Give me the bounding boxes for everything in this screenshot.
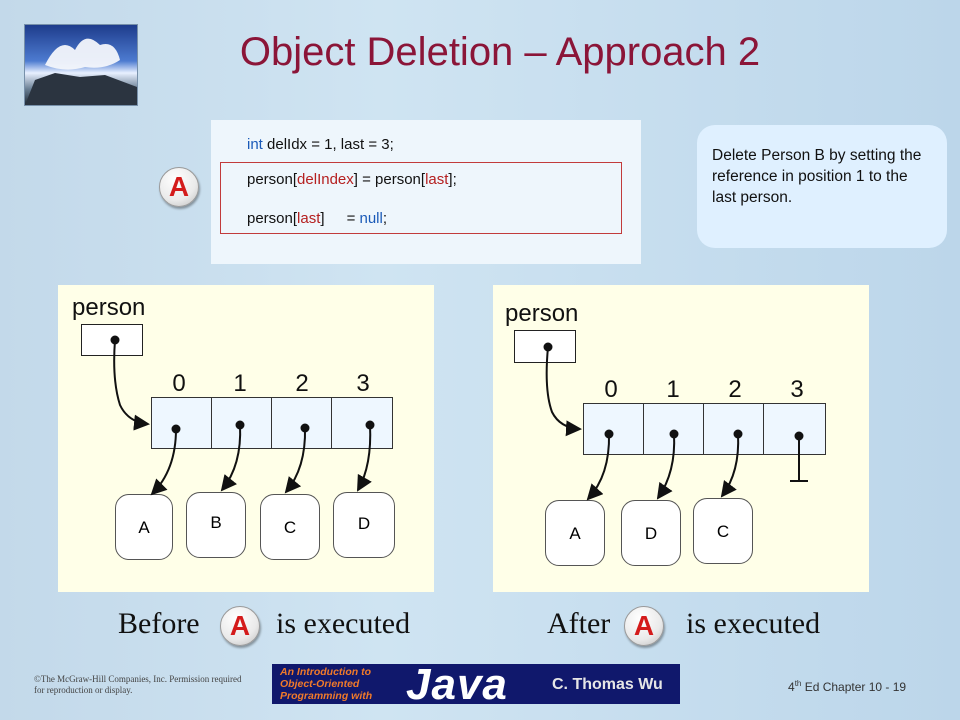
banner-line-1: An Introduction to (280, 666, 371, 678)
code-box (211, 120, 641, 264)
code-text: person[ (375, 171, 426, 188)
banner-line-2: Object-Oriented (280, 678, 360, 690)
marker-a-before: A (220, 606, 260, 646)
marker-a-after: A (624, 606, 664, 646)
before-person-label: person (72, 294, 146, 321)
code-text: delIdx = 1, last = 3; (262, 136, 394, 153)
after-array-cell-3 (763, 403, 826, 455)
before-ref-0-arrow (150, 428, 177, 496)
after-ref-3-null-symbol (790, 436, 808, 482)
after-caption-prefix: After (547, 607, 611, 640)
code-line-1: int delIdx = 1, last = 3; (247, 136, 394, 153)
chapter-page-text: Ed Chapter 10 - 19 (801, 680, 907, 694)
edition-suffix: th (794, 679, 802, 688)
code-var: last (297, 210, 321, 227)
code-text: ] = (353, 171, 376, 188)
after-index-3: 3 (790, 376, 804, 403)
highlight-box (220, 162, 622, 234)
banner-java: Java (406, 664, 508, 704)
before-caption-suffix: is executed (276, 607, 411, 640)
before-node-d: D (333, 492, 395, 558)
before-array-cell-0 (151, 397, 212, 449)
marker-a-code: A (159, 167, 199, 207)
banner-author: C. Thomas Wu (552, 676, 663, 693)
before-node-b: B (186, 492, 246, 558)
code-text: ; (382, 210, 388, 227)
before-index-3: 3 (356, 370, 370, 397)
code-text: = (346, 210, 360, 227)
after-caption-suffix: is executed (686, 607, 821, 640)
after-ref-2-arrow (720, 433, 740, 498)
after-node-d: D (621, 500, 681, 566)
code-text: ] (320, 210, 325, 227)
after-person-ref-arrow (545, 346, 582, 437)
wave-rock-image (25, 38, 137, 105)
code-keyword: null (359, 210, 383, 227)
code-line-3: person[last] = null; (247, 210, 387, 227)
before-node-a: A (115, 494, 173, 560)
note-bubble: Delete Person B by setting the reference… (697, 125, 947, 248)
header-photo (24, 24, 138, 106)
code-var: delIndex (297, 171, 354, 188)
after-person-label: person (505, 300, 579, 327)
after-index-2: 2 (728, 376, 742, 403)
before-ref-3-arrow (357, 424, 372, 492)
banner-subtitle: An Introduction to Object-Oriented Progr… (280, 666, 372, 702)
code-var: last (425, 171, 449, 188)
slide-title: Object Deletion – Approach 2 (239, 30, 761, 74)
after-node-a: A (545, 500, 605, 566)
book-banner: An Introduction to Object-Oriented Progr… (272, 664, 680, 704)
before-ref-2-arrow (284, 427, 307, 494)
code-text: ]; (448, 171, 457, 188)
after-ref-0-arrow (586, 433, 611, 501)
after-array-cell-2 (703, 403, 764, 455)
code-keyword: int (247, 136, 263, 153)
before-index-2: 2 (295, 370, 309, 397)
before-node-c: C (260, 494, 320, 560)
code-line-2: person[delIndex] = person[last]; (247, 171, 457, 188)
after-index-1: 1 (666, 376, 680, 403)
copyright-note: ©The McGraw-Hill Companies, Inc. Permiss… (34, 674, 242, 695)
before-index-0: 0 (172, 370, 186, 397)
after-index-0: 0 (604, 376, 618, 403)
before-array-cell-2 (271, 397, 332, 449)
before-person-ref-arrow (113, 339, 150, 431)
after-ref-1-arrow (656, 433, 676, 500)
before-ref-1-arrow (220, 424, 242, 492)
before-array-cell-3 (331, 397, 393, 449)
code-text: person[ (247, 210, 298, 227)
before-index-1: 1 (233, 370, 247, 397)
chapter-page-label: 4th Ed Chapter 10 - 19 (788, 679, 906, 694)
edition-number: 4 (788, 680, 795, 694)
before-caption-prefix: Before (118, 607, 200, 640)
after-node-c: C (693, 498, 753, 564)
code-text: person[ (247, 171, 298, 188)
banner-line-3: Programming with (280, 690, 373, 702)
